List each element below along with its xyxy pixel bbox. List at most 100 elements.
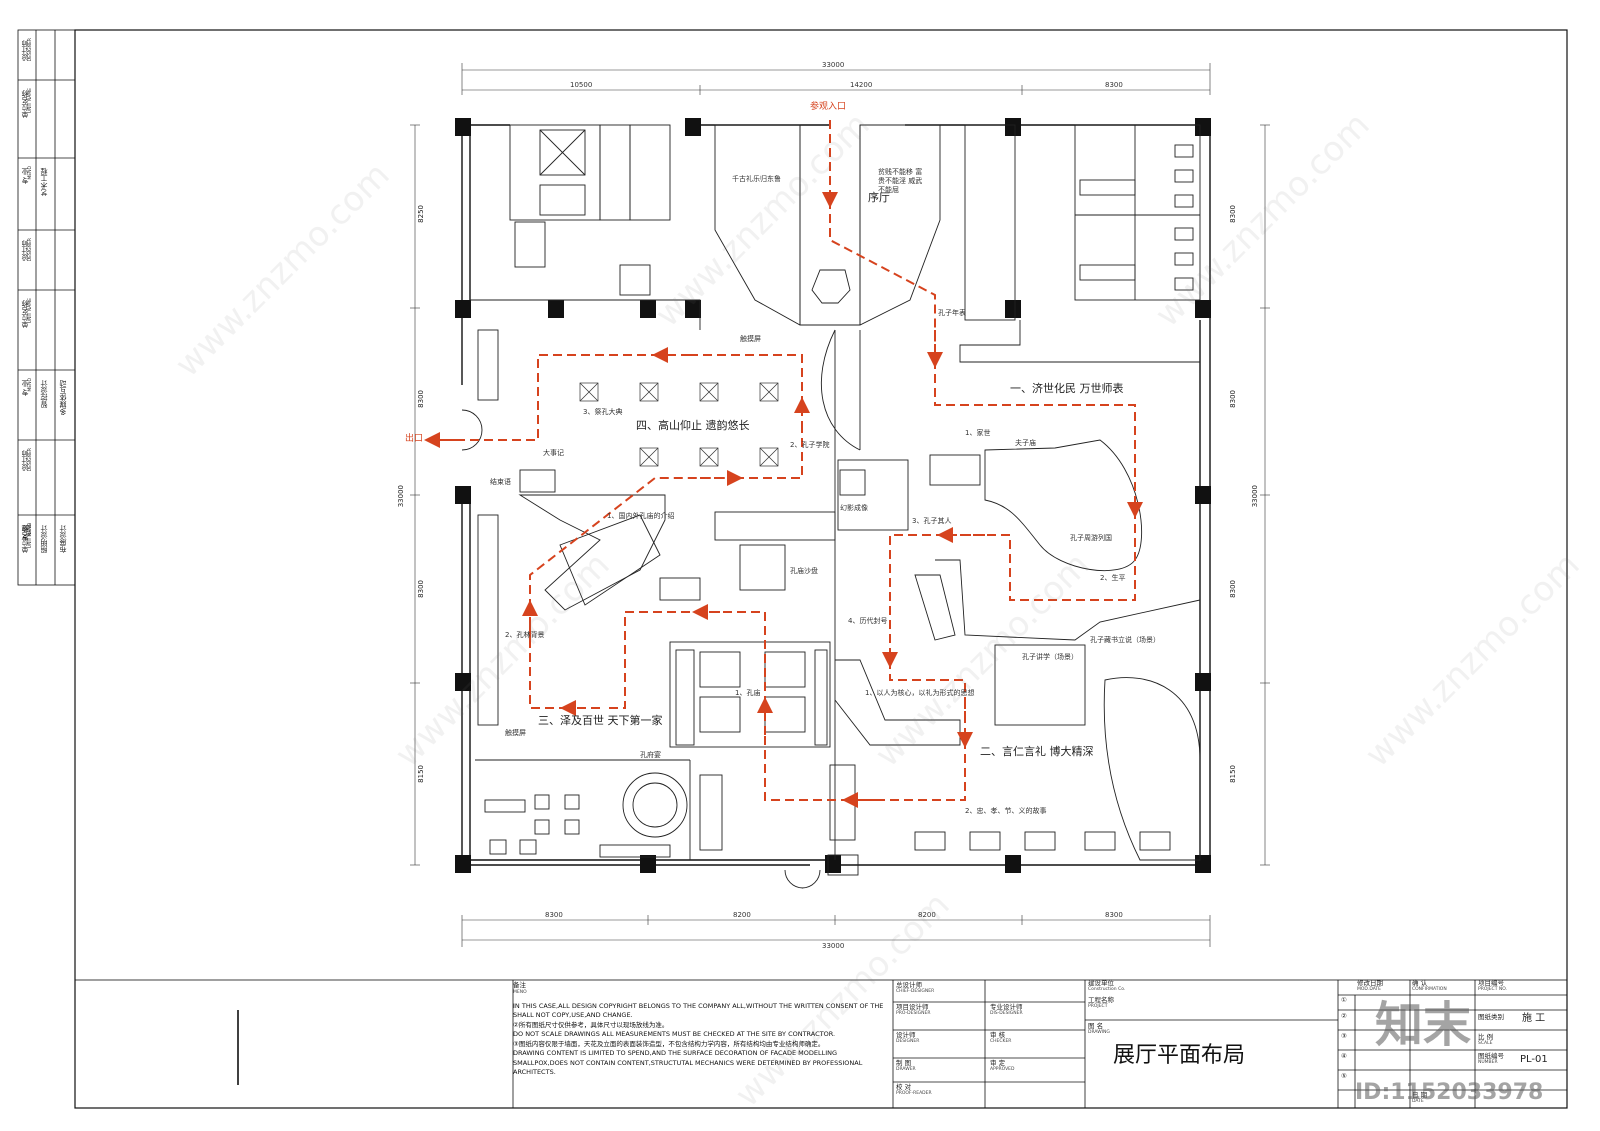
label-yiren: 1、以人为核心，以礼为形式的思想: [865, 689, 975, 697]
label-jieshuyu: 结束语: [490, 478, 511, 486]
role-label: 设计师: [896, 1031, 916, 1039]
label-dashiji: 大事记: [543, 449, 564, 457]
client-label: 建设单位: [1088, 979, 1114, 987]
dim-top-1: 10500: [570, 81, 593, 89]
dim-left-3: 8300: [417, 580, 425, 598]
dim-left-total: 33000: [397, 485, 405, 508]
notes-body: IN THIS CASE,ALL DESIGN COPYRIGHT BELONG…: [513, 1002, 888, 1077]
title-block-frame: [74, 979, 1568, 1109]
label-kongzi-jiangxue: 孔子讲学（场景）: [1022, 653, 1078, 661]
image-id: ID:1152033978: [1355, 1080, 1544, 1105]
ceiling-boxes: [579, 382, 779, 467]
label-shengping: 2、生平: [1100, 574, 1126, 582]
role-label: 制 图: [896, 1059, 912, 1067]
confirm-sub: CONFIRMATION: [1412, 987, 1447, 992]
interior-walls: [461, 124, 1201, 889]
label-kongmiao-shapan: 孔庙沙盘: [790, 567, 818, 575]
mod-date-sub: MOD.DATE: [1357, 987, 1382, 992]
label-qianshu: 千古礼乐归东鲁: [732, 175, 781, 183]
role-label: 专业设计师: [990, 1003, 1023, 1011]
note-line: DO NOT SCALE DRAWINGS ALL MEASUREMENTS M…: [513, 1030, 836, 1039]
entrance-label: 参观入口: [810, 102, 847, 112]
scale-label: 比 例: [1478, 1033, 1494, 1041]
left-bar-value: 多媒体互动: [59, 380, 67, 415]
drawing-type-label: 图纸类别: [1478, 1013, 1504, 1021]
role-label: 总设计师: [896, 981, 922, 989]
visitor-route: [424, 120, 1143, 808]
zone-3-title: 三、泽及百世 天下第一家: [538, 714, 663, 727]
number-sub: NUMBER: [1478, 1060, 1498, 1065]
label-huanying: 幻影成像: [840, 504, 868, 512]
drawing-title: 展厅平面布局: [1113, 1043, 1246, 1068]
left-bar-sub: DESIGNER: [28, 448, 33, 472]
label-kongzi-cangshu: 孔子藏书立说（场景）: [1090, 636, 1160, 644]
label-kongzi-nianbiao: 孔子年表: [938, 309, 966, 317]
role-sub: DRAWER: [896, 1067, 916, 1072]
left-bar-value: 布展设计: [59, 525, 67, 553]
project-label: 工程名称: [1088, 996, 1114, 1004]
zone-1-title: 一、济世化民 万世师表: [1010, 382, 1124, 395]
dim-total-bottom: 33000: [822, 942, 845, 950]
date-sub: DATE: [1412, 1099, 1424, 1104]
role-sub: CHECKER: [990, 1039, 1012, 1044]
dim-right-4: 8150: [1229, 765, 1237, 783]
note-line: ②所有图纸尺寸仅供参考，具体尺寸以现场放线为准。: [513, 1020, 669, 1029]
label-kongfuyan: 孔府宴: [640, 751, 661, 759]
dim-top-3: 8300: [1105, 81, 1123, 89]
dim-bottom-2: 8200: [733, 911, 751, 919]
sheet-border: [74, 29, 1568, 1109]
role-label: 校 对: [896, 1083, 912, 1091]
left-bar-sub: DESIGNER: [28, 38, 33, 62]
label-xuyan: 贫贱不能移 富贵不能淫 威武不能屈: [878, 168, 923, 195]
left-bar-sub: MENO: [28, 166, 33, 180]
left-info-bar: [17, 29, 76, 586]
zone-4-title: 四、高山仰止 遗韵悠长: [636, 419, 750, 432]
note-line: DRAWING CONTENT IS LIMITED TO SPEND,AND …: [513, 1049, 863, 1076]
confirm-label: 确 认: [1412, 979, 1428, 987]
dim-right-1: 8300: [1229, 205, 1237, 223]
dim-bottom-1: 8300: [545, 911, 563, 919]
label-chuping: 触摸屏: [505, 729, 526, 737]
revision-mark: ①: [1341, 996, 1347, 1004]
label-jikong: 3、祭孔大典: [583, 408, 623, 416]
dim-top-2: 14200: [850, 81, 873, 89]
label-jiashi: 1、家世: [965, 429, 991, 437]
project-sub: PROJECT: [1088, 1004, 1108, 1009]
label-kongzi-zhouyou: 孔子周游列国: [1070, 534, 1112, 542]
note-line: IN THIS CASE,ALL DESIGN COPYRIGHT BELONG…: [513, 1002, 884, 1020]
scale-sub: SCALE: [1478, 1041, 1493, 1046]
label-kongzi-xueyuan: 2、孔子学院: [790, 441, 830, 449]
left-bar-value: 智控设计: [40, 380, 48, 408]
left-bar-sub: MENO: [28, 378, 33, 392]
preface-hall-label: 序厅: [868, 191, 890, 204]
exit-label: 出口: [405, 434, 424, 444]
drawing-sub: DRAWING: [1088, 1030, 1110, 1035]
left-bar-sub: UNIT NAME: [28, 298, 33, 324]
notes-heading-en: MENO: [513, 990, 527, 995]
date-label: 日 期: [1412, 1091, 1428, 1099]
label-kongmiao: 1、孔庙: [735, 689, 761, 697]
brand-logo: 知末: [1375, 997, 1472, 1053]
dim-left-2: 8300: [417, 390, 425, 408]
zone-2-title: 二、言仁言礼 博大精深: [980, 745, 1094, 758]
label-konglin: 2、孔林背景: [505, 631, 545, 639]
label-guonei: 1、国内外孔庙的介绍: [607, 512, 675, 520]
client-sub: Construction Co.: [1088, 987, 1126, 992]
label-fuzi-miao: 夫子庙: [1015, 439, 1036, 447]
dim-right-2: 8300: [1229, 390, 1237, 408]
revision-mark: ④: [1341, 1052, 1347, 1060]
label-chuping-top: 触摸屏: [740, 335, 761, 343]
notes-heading: 备注: [513, 981, 526, 989]
note-line: ③图纸内容仅限于墙面，天花及立面的表面装饰造型，不包含结构力学内容，所有结构均由…: [513, 1039, 825, 1048]
left-bar-sub: DESIGNER: [28, 238, 33, 262]
drawing-label: 图 名: [1088, 1022, 1104, 1030]
revision-mark: ②: [1341, 1012, 1347, 1020]
dim-right-3: 8300: [1229, 580, 1237, 598]
dim-left-1: 8250: [417, 205, 425, 223]
number-label: 图纸编号: [1478, 1052, 1504, 1060]
left-bar-sub: UNIT NAME: [28, 88, 33, 114]
dimension-lines: [410, 63, 1270, 947]
left-bar-value: 照明设计: [40, 525, 48, 553]
left-bar-value: 艺术工程: [40, 168, 48, 196]
